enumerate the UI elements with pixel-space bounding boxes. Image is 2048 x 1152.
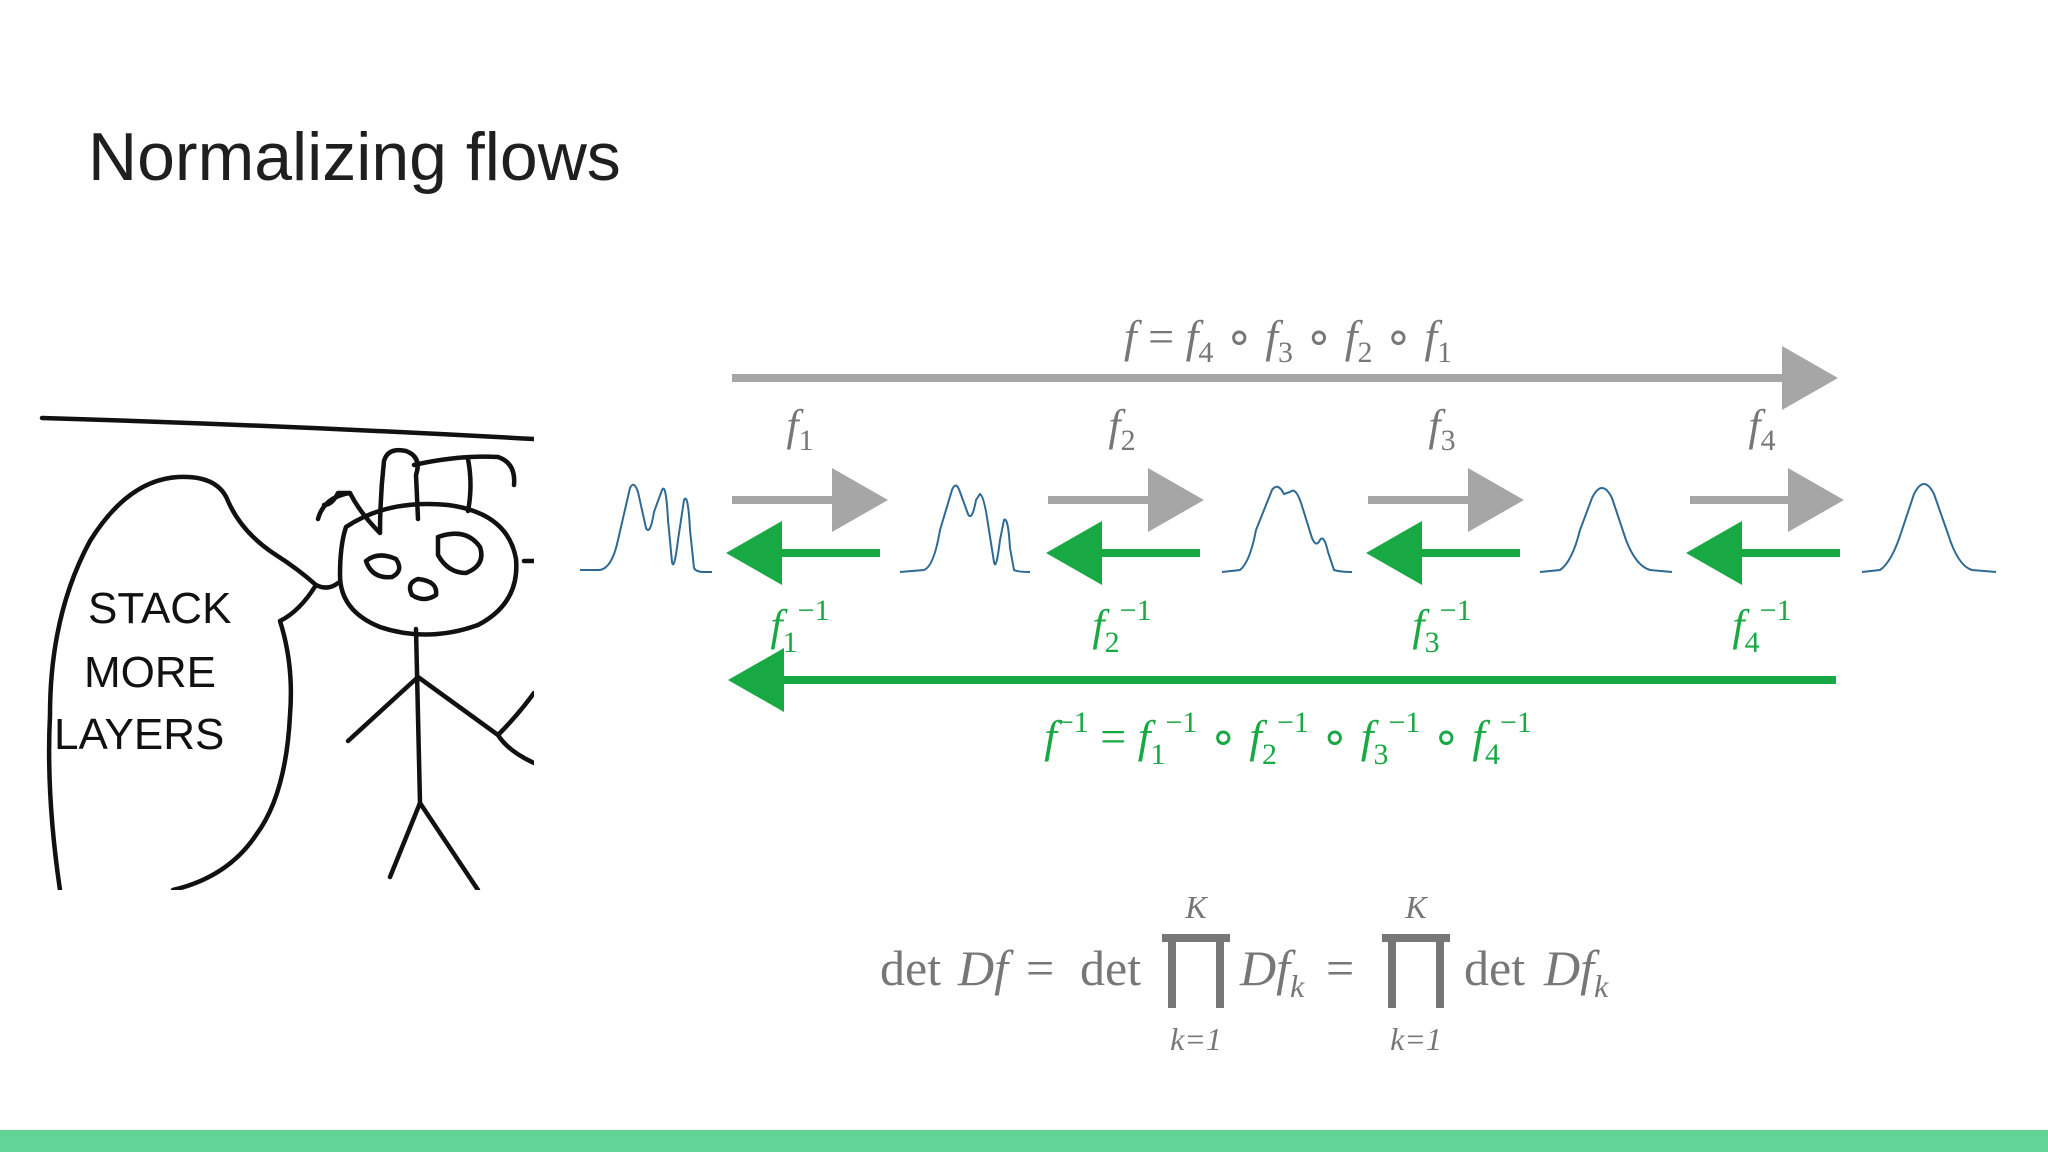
forward-composition-label: f = f4 ∘ f3 ∘ f2 ∘ f1: [1124, 311, 1452, 369]
speech-bubble-line-1: STACK: [88, 584, 231, 633]
det-mid-det: det: [1080, 940, 1141, 996]
speech-bubble-line-2: MORE: [84, 648, 216, 697]
hand-on-bubble: [313, 580, 341, 590]
footer-accent-bar: [0, 1130, 2048, 1152]
product-1-lower: k=1: [1170, 1021, 1222, 1057]
density-curve-4: [1539, 487, 1673, 573]
product-2-upper: K: [1404, 889, 1428, 925]
density-curve-3: [1221, 485, 1353, 573]
det-rhs-det: det: [1464, 940, 1525, 996]
arms: [345, 674, 534, 766]
product-1-upper: K: [1184, 889, 1208, 925]
density-curve-1: [580, 483, 712, 573]
right-eye: [435, 531, 484, 576]
head: [337, 501, 519, 637]
determinant-formula: det Df = det K k=1 Dfk = K k=1 det Dfk: [880, 889, 1609, 1057]
table-edge-line: [39, 415, 534, 442]
legs: [387, 800, 481, 890]
density-curve-5: [1861, 483, 1997, 573]
nose: [407, 576, 439, 602]
slide-title: Normalizing flows: [88, 119, 621, 195]
forward-map-label-1: f1: [786, 401, 813, 457]
det-lhs-det: det: [880, 940, 941, 996]
product-symbol-2: [1382, 934, 1450, 1008]
speech-bubble: [46, 474, 319, 890]
speech-bubble-line-3: LAYERS: [54, 710, 224, 759]
inverse-map-label-2: f2−1: [1092, 594, 1151, 659]
inverse-map-label-3: f3−1: [1412, 594, 1471, 659]
det-equals-1: =: [1026, 940, 1054, 996]
forward-map-label-2: f2: [1108, 401, 1135, 457]
det-rhs-Dfk: Dfk: [1543, 940, 1609, 1004]
density-curve-2: [899, 484, 1031, 573]
det-mid-Dfk: Dfk: [1239, 940, 1305, 1004]
det-lhs-D: Df: [957, 940, 1014, 996]
left-eye: [363, 553, 402, 580]
stack-more-layers-meme: STACK MORE LAYERS: [39, 415, 534, 890]
product-symbol-1: [1162, 934, 1230, 1008]
det-equals-2: =: [1326, 940, 1354, 996]
flow-diagram: f = f4 ∘ f3 ∘ f2 ∘ f1 f1 f2 f3 f4 f1−1 f…: [580, 311, 1997, 1057]
inverse-composition-label: f−1 = f1−1 ∘ f2−1 ∘ f3−1 ∘ f4−1: [1044, 706, 1532, 771]
product-2-lower: k=1: [1390, 1021, 1442, 1057]
forward-map-label-3: f3: [1428, 401, 1455, 457]
body: [413, 626, 423, 806]
hair: [315, 447, 517, 536]
inverse-map-label-1: f1−1: [770, 594, 829, 659]
inverse-map-label-4: f4−1: [1732, 594, 1791, 659]
forward-map-label-4: f4: [1748, 401, 1775, 457]
